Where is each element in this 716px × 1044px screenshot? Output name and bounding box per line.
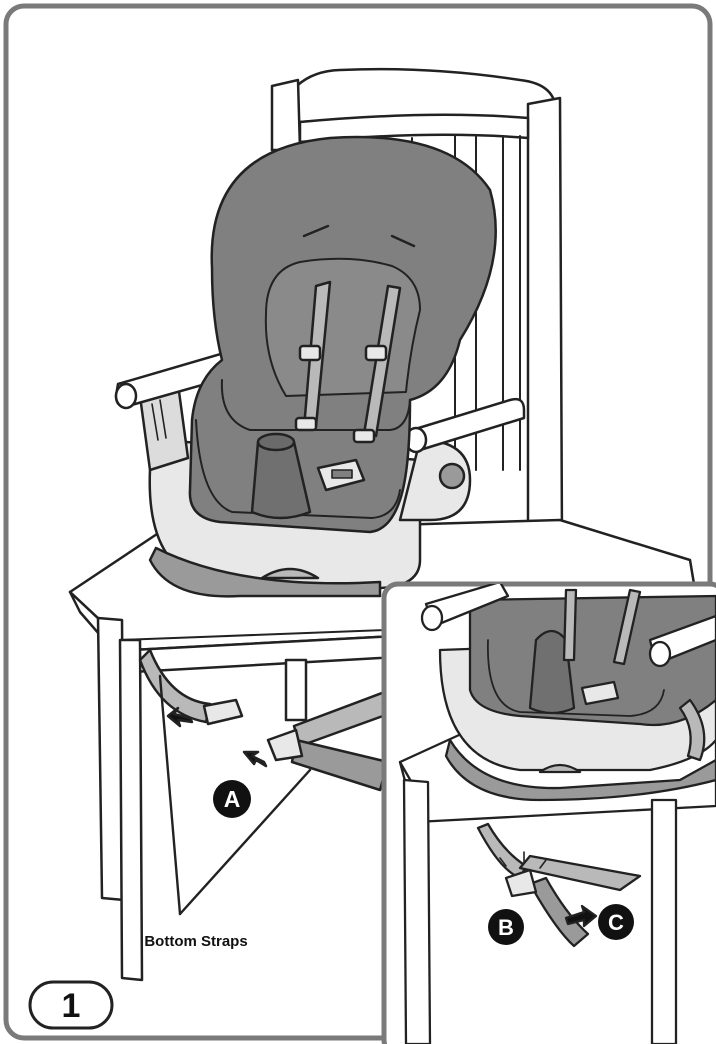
step-number: 1 xyxy=(62,987,81,1025)
bottom-straps-label: Bottom Straps xyxy=(144,933,247,950)
callout-a-text: A xyxy=(224,786,241,812)
callout-c: C xyxy=(598,904,634,940)
callout-b: B xyxy=(488,909,524,945)
callout-c-text: C xyxy=(608,910,624,935)
callout-a: A xyxy=(213,780,251,818)
callout-b-text: B xyxy=(498,915,514,940)
step-badge: 1 xyxy=(30,982,112,1028)
inset-detail xyxy=(384,582,716,1044)
